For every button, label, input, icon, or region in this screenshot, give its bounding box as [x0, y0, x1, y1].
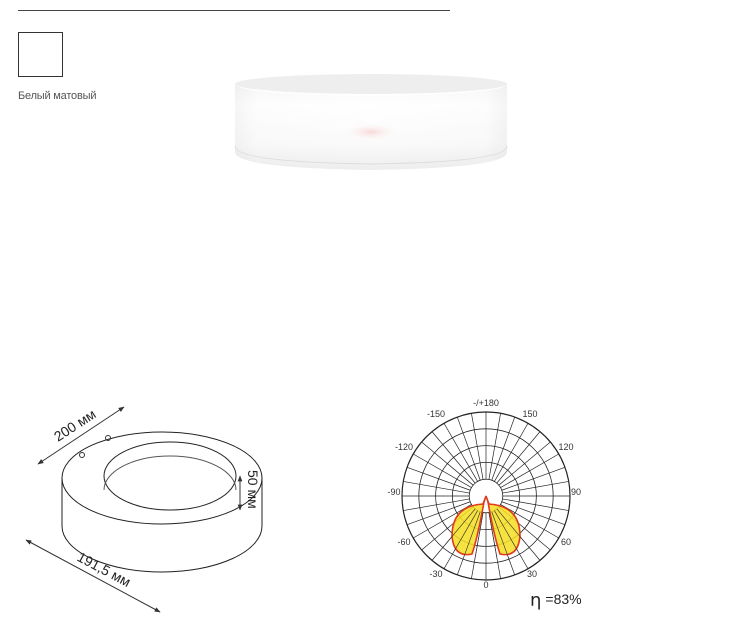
- polar-spoke: [471, 413, 484, 480]
- angle-label-0: 0: [483, 580, 488, 590]
- efficiency-value: =83%: [545, 591, 582, 607]
- mount-hole: [79, 452, 85, 458]
- polar-spoke: [501, 501, 566, 526]
- angle-label-neg60: -60: [397, 537, 410, 547]
- angle-label-120: 120: [558, 442, 573, 452]
- angle-label-neg30: -30: [429, 569, 442, 579]
- polar-ring: [468, 478, 504, 514]
- polar-spoke-overlay: [464, 511, 481, 556]
- polar-spoke-overlay: [474, 512, 484, 559]
- polar-spoke: [498, 441, 551, 486]
- efficiency-symbol: η: [530, 590, 542, 611]
- polar-spoke: [403, 498, 470, 511]
- polar-spoke: [491, 416, 516, 481]
- light-distribution-lobes: [445, 495, 527, 559]
- polar-spoke: [496, 431, 541, 484]
- polar-spoke-overlay: [454, 510, 478, 551]
- polar-spoke: [456, 416, 481, 481]
- angle-label-180: -/+180: [473, 398, 499, 408]
- width-label: 200 мм: [51, 406, 99, 445]
- angle-label-150: 150: [522, 409, 537, 419]
- polar-spoke: [421, 441, 474, 486]
- header-divider: [18, 10, 450, 11]
- ring-inner-top: [103, 441, 237, 511]
- polar-spoke: [406, 466, 471, 491]
- angle-label-90: 90: [571, 487, 581, 497]
- angle-label-neg150: -150: [427, 409, 445, 419]
- height-label: 50 мм: [245, 470, 261, 509]
- polar-spoke: [500, 504, 559, 539]
- polar-spoke: [403, 481, 470, 494]
- color-swatch: [18, 32, 63, 77]
- polar-spoke: [494, 423, 529, 482]
- polar-spoke: [488, 413, 501, 480]
- dimension-drawing: 200 мм 50 мм 191,5 мм: [25, 406, 263, 613]
- polar-spoke: [413, 453, 472, 488]
- polar-spoke: [431, 431, 476, 484]
- angle-label-30: 30: [527, 569, 537, 579]
- polar-spoke-overlay: [488, 512, 498, 559]
- polar-spoke: [502, 481, 569, 494]
- polar-spoke: [502, 498, 569, 511]
- angle-label-neg120: -120: [395, 442, 413, 452]
- mount-hole: [105, 435, 111, 441]
- polar-diagram: -/+180 -150 150 -120 120 -90 90 -60 60 -…: [387, 398, 581, 590]
- angle-label-60: 60: [561, 537, 571, 547]
- polar-spoke: [501, 466, 566, 491]
- polar-spoke-overlay: [496, 508, 527, 545]
- polar-spoke: [500, 453, 559, 488]
- polar-spoke-overlay: [491, 511, 508, 556]
- product-top-rim: [235, 74, 507, 94]
- depth-arrow: [25, 539, 161, 613]
- angle-label-neg90: -90: [387, 487, 400, 497]
- polar-spoke: [443, 423, 478, 482]
- polar-spoke-overlay: [445, 508, 476, 545]
- efficiency: η=83%: [530, 590, 582, 611]
- product-image: [234, 74, 508, 170]
- polar-spoke-overlay: [494, 510, 518, 551]
- finish-label: Белый матовый: [18, 90, 97, 102]
- polar-spoke: [406, 501, 471, 526]
- polar-spoke: [413, 504, 472, 539]
- width-arrow: [37, 406, 125, 465]
